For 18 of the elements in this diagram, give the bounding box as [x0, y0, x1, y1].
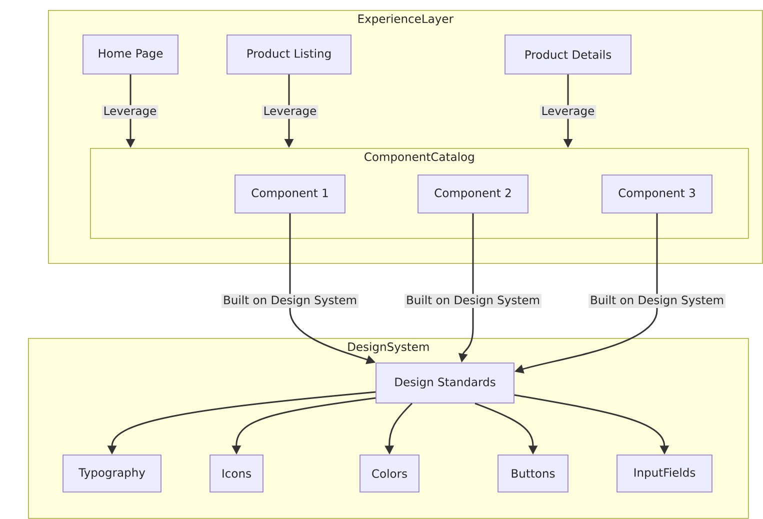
edge-label: Leverage: [540, 105, 596, 119]
process-box: Typography: [62, 454, 162, 492]
process-box: Product Listing: [226, 34, 352, 74]
edge-label: Built on Design System: [588, 294, 726, 308]
process-box: Component 2: [418, 174, 528, 214]
process-box: Colors: [360, 454, 420, 492]
process-box: Buttons: [498, 454, 568, 492]
process-box: Component 3: [602, 174, 712, 214]
process-box: Component 1: [234, 174, 346, 214]
edge-label: Leverage: [262, 105, 318, 119]
edge-label: Built on Design System: [404, 294, 542, 308]
process-box: Product Details: [504, 34, 632, 74]
process-box: Home Page: [82, 34, 178, 74]
process-box: Design Standards: [376, 362, 514, 404]
process-box: InputFields: [616, 454, 712, 492]
edge-label: Built on Design System: [222, 294, 358, 308]
process-box: Icons: [210, 454, 264, 492]
edge-label: Leverage: [102, 105, 158, 119]
